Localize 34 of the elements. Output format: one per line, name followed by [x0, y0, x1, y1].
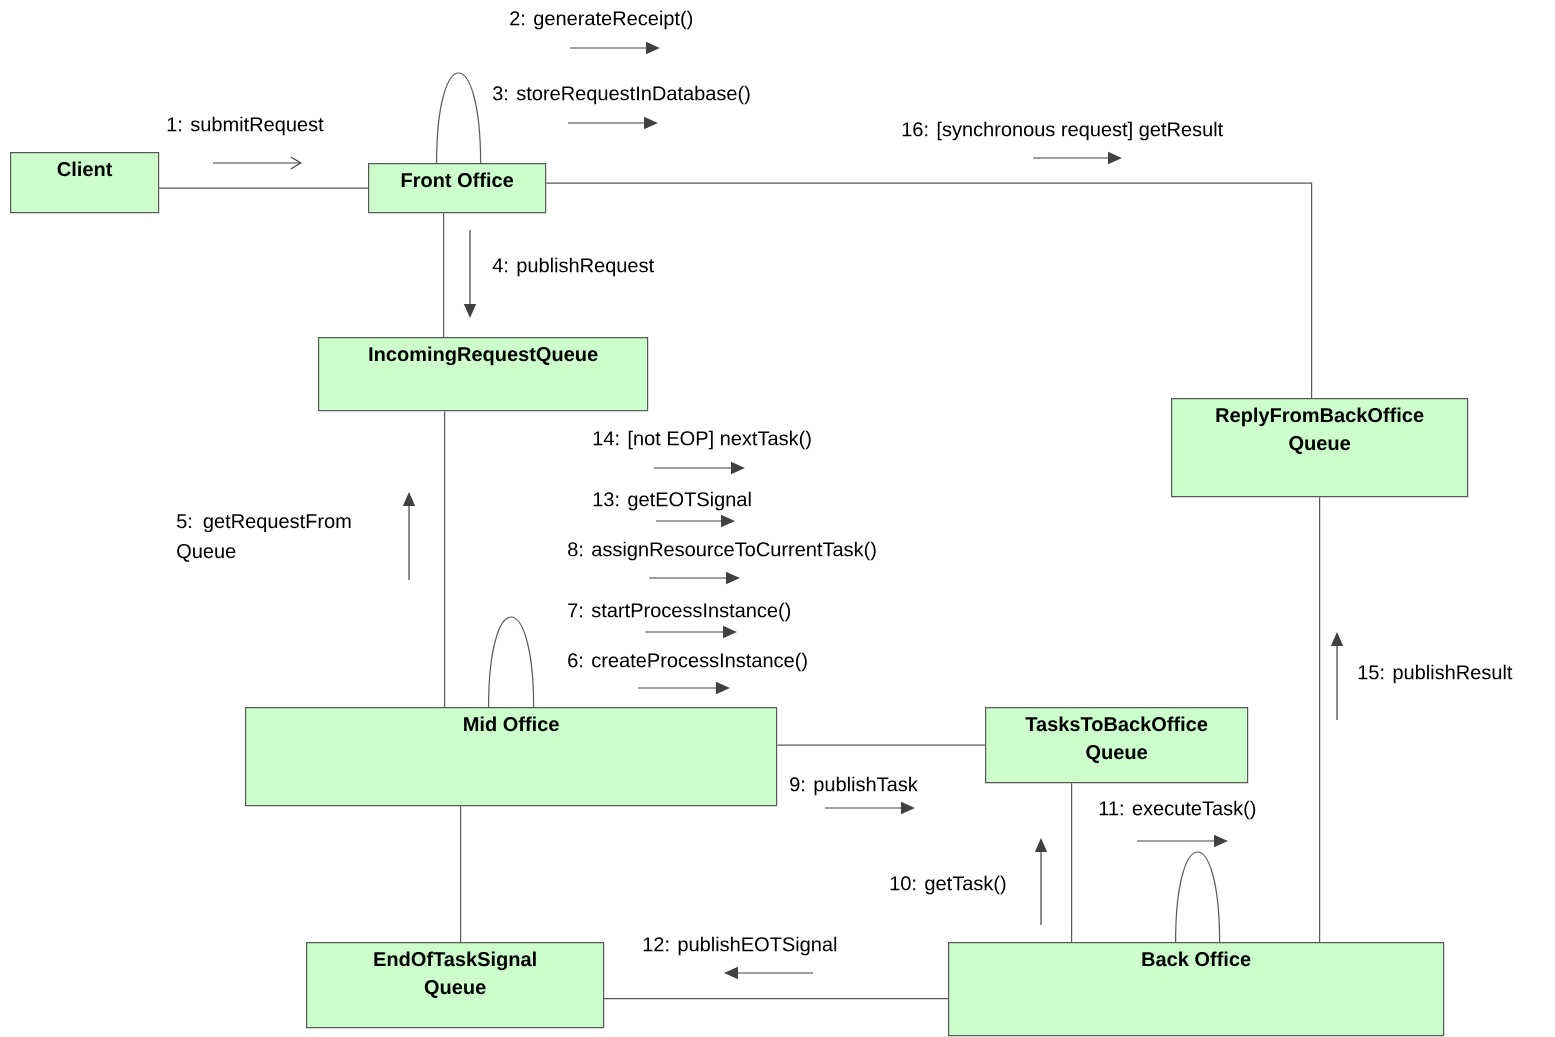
link-line [1319, 496, 1321, 943]
object-box: Front Office [368, 163, 547, 214]
message-label: 8: assignResourceToCurrentTask() [568, 541, 876, 561]
message-label: 3: storeRequestInDatabase() [493, 85, 750, 105]
link-line [158, 187, 369, 189]
object-box: ReplyFromBackOffice Queue [1171, 398, 1469, 498]
object-box: EndOfTaskSignal Queue [306, 942, 605, 1029]
object-box: TasksToBackOffice Queue [985, 707, 1249, 784]
message-label: 6: createProcessInstance() [568, 652, 807, 672]
link-line [545, 182, 1313, 399]
message-label: 5: getRequestFrom Queue [177, 514, 351, 562]
message-label: 16: [synchronous request] getResult [902, 121, 1224, 141]
message-label: 2: generateReceipt() [510, 10, 693, 30]
link-line [1071, 782, 1073, 943]
link-line [603, 998, 949, 1000]
message-label: 10: getTask() [890, 875, 1006, 895]
object-box: Back Office [948, 942, 1445, 1037]
message-label: 7: startProcessInstance() [568, 602, 791, 622]
message-label: 15: publishResult [1358, 664, 1513, 684]
message-label: 14: [not EOP] nextTask() [593, 430, 811, 450]
link-line [460, 805, 462, 943]
object-box: IncomingRequestQueue [318, 337, 649, 412]
link-line [443, 212, 445, 338]
message-label: 12: publishEOTSignal [643, 936, 837, 956]
link-line [488, 616, 535, 708]
object-box: Mid Office [245, 707, 778, 807]
message-label: 13: getEOTSignal [593, 491, 751, 511]
link-line [436, 72, 482, 164]
link-line [776, 744, 986, 746]
object-box: Client [10, 152, 160, 214]
message-label: 1: submitRequest [167, 116, 324, 136]
message-label: 4: publishRequest [492, 257, 654, 277]
link-line [444, 410, 446, 708]
link-line [1175, 851, 1221, 943]
